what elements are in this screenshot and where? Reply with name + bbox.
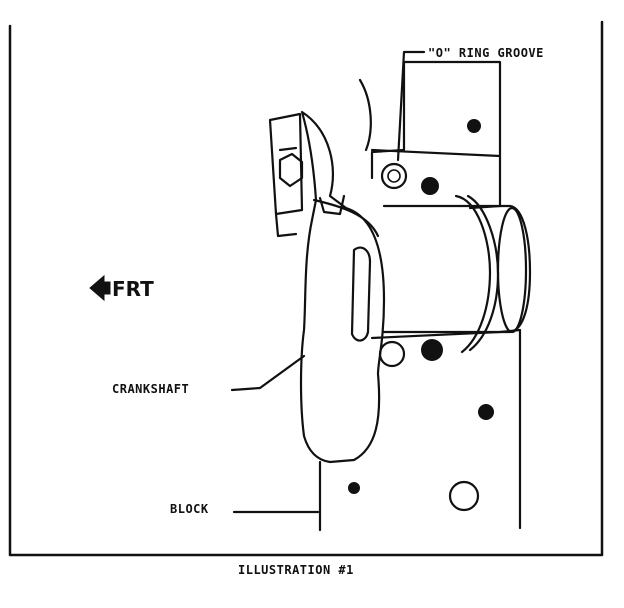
block-label: BLOCK bbox=[170, 502, 209, 516]
flange-rim bbox=[312, 198, 380, 238]
cap-bracket bbox=[268, 112, 304, 238]
oring-leader bbox=[396, 50, 426, 162]
flange-notch bbox=[318, 194, 346, 216]
frame-border bbox=[8, 20, 604, 557]
cap-bolt bbox=[278, 152, 304, 188]
left-arrow-icon bbox=[89, 274, 111, 302]
journal-end bbox=[496, 206, 528, 334]
bolt-hole-2 bbox=[421, 177, 439, 195]
oil-line bbox=[358, 78, 372, 152]
oring-ring bbox=[454, 194, 500, 354]
bolt-hole-1 bbox=[467, 119, 481, 133]
lower-block-plate bbox=[318, 328, 522, 532]
bolt-hole-4 bbox=[478, 404, 494, 420]
illustration-caption: ILLUSTRATION #1 bbox=[238, 563, 354, 577]
journal-cylinder bbox=[382, 204, 532, 334]
lower-hollow-hole bbox=[378, 340, 406, 368]
crankshaft-leader bbox=[230, 354, 306, 392]
crankshaft-label: CRANKSHAFT bbox=[112, 382, 190, 396]
bolt-hole-5 bbox=[348, 482, 360, 494]
front-direction-label: FRT bbox=[112, 277, 154, 301]
block-hollow-hole bbox=[448, 480, 480, 512]
flange-slot bbox=[350, 246, 372, 342]
oring-groove-label: "O" RING GROOVE bbox=[428, 46, 544, 60]
oring-circle bbox=[380, 162, 408, 190]
bolt-hole-3 bbox=[421, 339, 443, 361]
